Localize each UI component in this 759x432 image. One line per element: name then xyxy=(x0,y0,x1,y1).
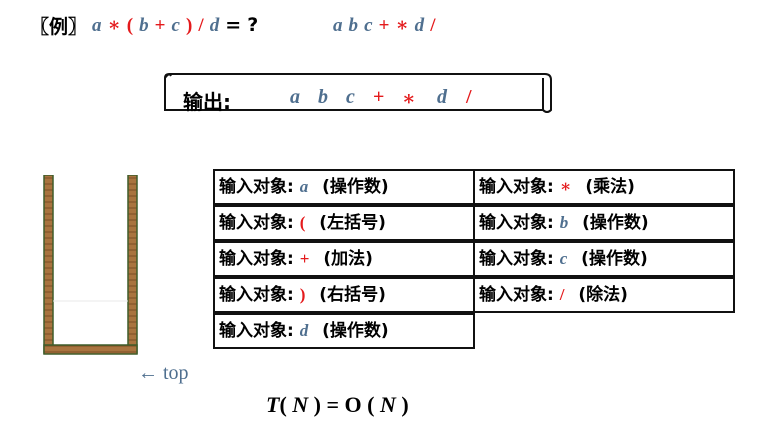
output-token: ∗ xyxy=(402,88,416,110)
input-object-desc: (左括号) xyxy=(313,213,386,233)
input-object-cell: 输入对象: ( (左括号) xyxy=(213,205,475,241)
input-object-cell: 输入对象: c (操作数) xyxy=(473,241,735,277)
infix-token: ∗ xyxy=(107,15,121,36)
input-object-desc: (乘法) xyxy=(579,177,635,197)
input-object-symbol: ∗ xyxy=(559,177,572,196)
output-token: + xyxy=(373,86,385,108)
input-object-cell: 输入对象: + (加法) xyxy=(213,241,475,277)
input-object-cell: 输入对象: b (操作数) xyxy=(473,205,735,241)
output-scroll xyxy=(164,73,552,113)
infix-token: ) xyxy=(186,15,193,36)
input-object-cell: 输入对象: d (操作数) xyxy=(213,313,475,349)
input-object-symbol: b xyxy=(559,213,569,232)
postfix-token: b xyxy=(348,15,359,36)
postfix-token: + xyxy=(378,15,390,36)
postfix-token: a xyxy=(333,15,343,36)
complexity-formula: T( N ) = O ( N ) xyxy=(266,392,409,417)
infix-token: b xyxy=(139,15,149,36)
infix-expression: a ∗ ( b + c ) / d = ? xyxy=(92,14,258,37)
output-token: b xyxy=(318,86,328,108)
formula-N: N xyxy=(292,392,309,417)
input-object-label: 输入对象: xyxy=(479,285,560,305)
output-token: / xyxy=(466,86,472,108)
input-object-desc: (除法) xyxy=(572,285,628,305)
infix-token: ( xyxy=(126,15,134,36)
input-object-desc: (操作数) xyxy=(316,177,389,197)
infix-token: c xyxy=(171,15,180,36)
output-label: 输出: xyxy=(183,90,231,114)
input-object-desc: (右括号) xyxy=(313,285,386,305)
infix-token: ? xyxy=(247,14,259,36)
example-title: 〖例〗 xyxy=(30,16,88,38)
postfix-token: ∗ xyxy=(395,15,409,36)
input-object-symbol: d xyxy=(299,321,309,340)
postfix-token: / xyxy=(430,15,436,36)
input-object-symbol: + xyxy=(299,249,310,268)
input-object-label: 输入对象: xyxy=(219,321,300,341)
input-object-desc: (操作数) xyxy=(576,213,649,233)
formula-T: T xyxy=(266,392,280,417)
infix-token: a xyxy=(92,15,102,36)
output-token: c xyxy=(346,86,355,108)
input-object-symbol: c xyxy=(559,249,568,268)
output-token: a xyxy=(290,86,300,108)
postfix-token: c xyxy=(364,15,373,36)
postfix-expression: a b c + ∗ d / xyxy=(333,14,435,37)
infix-token: d xyxy=(209,15,220,36)
input-object-label: 输入对象: xyxy=(219,213,300,233)
stack-top-pointer: ← top xyxy=(138,362,189,384)
output-token: d xyxy=(437,86,447,108)
input-object-cell: 输入对象: / (除法) xyxy=(473,277,735,313)
input-object-cell: 输入对象: a (操作数) xyxy=(213,169,475,205)
input-object-desc: (加法) xyxy=(317,249,373,269)
input-object-label: 输入对象: xyxy=(479,249,560,269)
input-object-cell: 输入对象: ∗ (乘法) xyxy=(473,169,735,205)
input-object-symbol: ) xyxy=(299,285,306,304)
infix-token: + xyxy=(154,15,166,36)
input-object-label: 输入对象: xyxy=(219,285,300,305)
formula-O: O xyxy=(344,392,362,417)
input-object-desc: (操作数) xyxy=(575,249,648,269)
input-object-symbol: ( xyxy=(299,213,306,232)
input-object-label: 输入对象: xyxy=(219,249,300,269)
infix-token: = xyxy=(225,14,242,36)
operator-stack xyxy=(43,175,138,355)
postfix-token: d xyxy=(414,15,425,36)
formula-N2: N xyxy=(380,392,396,417)
input-object-desc: (操作数) xyxy=(316,321,389,341)
input-object-symbol: a xyxy=(299,177,309,196)
input-object-label: 输入对象: xyxy=(479,177,560,197)
input-object-label: 输入对象: xyxy=(479,213,560,233)
infix-token: / xyxy=(198,15,204,36)
input-object-label: 输入对象: xyxy=(219,177,300,197)
input-object-symbol: / xyxy=(559,285,565,304)
input-object-cell: 输入对象: ) (右括号) xyxy=(213,277,475,313)
